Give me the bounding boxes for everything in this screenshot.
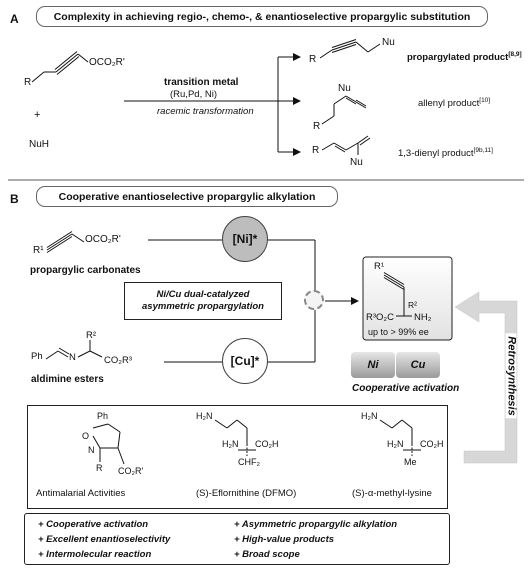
- example1-structure: [92, 423, 125, 465]
- dual-catalysis-box: Ni/Cu dual-catalyzed asymmetric propargy…: [124, 282, 282, 320]
- carbonate-ester-group: OCO₂R': [85, 234, 121, 245]
- product3-nu: Nu: [350, 157, 363, 168]
- product1-label-text: propargylated product: [407, 52, 509, 64]
- feature-3: + Intermolecular reaction: [38, 549, 152, 560]
- ex3-h2n-top: H₂N: [361, 411, 378, 421]
- product3-ref: [9b,11]: [473, 147, 493, 154]
- propargylic-carbonate-structure: [46, 231, 85, 253]
- retrosynthesis-label: Retrosynthesis: [505, 333, 518, 419]
- feature-2: + Excellent enantioselectivity: [38, 534, 171, 545]
- reactant-plus: +: [34, 109, 41, 121]
- ex3-co2h: CO₂H: [420, 439, 444, 449]
- example-name-2: (S)-Eflornithine (DFMO): [196, 488, 297, 499]
- aldimine-r2: R²: [86, 330, 97, 341]
- reactant-carbonate-structure: [31, 51, 89, 83]
- feature-1: + Cooperative activation: [38, 519, 149, 530]
- features-box: [24, 513, 450, 565]
- feature-4: + Asymmetric propargylic alkylation: [234, 519, 398, 530]
- product1-ref: [8,9]: [508, 51, 522, 58]
- ni-catalyst-label: [Ni]*: [232, 232, 258, 246]
- coop-ni-label: Ni: [367, 359, 379, 371]
- section-a-title-text: Complexity in achieving regio-, chemo-, …: [53, 10, 471, 23]
- nucleophile: NuH: [29, 139, 50, 150]
- reaction-arrow-a: [124, 53, 301, 156]
- coop-label: Cooperative activation: [352, 383, 460, 394]
- product1-label: propargylated product[8,9]: [407, 51, 522, 64]
- ni-catalyst-cycle: [Ni]*: [222, 216, 268, 262]
- product2-label-text: allenyl product: [418, 98, 480, 110]
- ex2-h2n-top: H₂N: [196, 411, 213, 421]
- cu-catalyst-cycle: [Cu]*: [222, 338, 268, 384]
- reactant-ester-group: OCO₂R': [89, 57, 125, 68]
- product3-r: R: [312, 145, 320, 156]
- product1-r: R: [309, 54, 317, 65]
- catalyst-metals: (Ru,Pd, Ni): [170, 89, 217, 100]
- carbonate-label: propargylic carbonates: [30, 265, 141, 276]
- ni-puzzle-piece: Ni: [351, 352, 395, 378]
- product-r1: R¹: [374, 261, 385, 272]
- aldimine-ester: CO₂R³: [104, 355, 132, 366]
- product2-r: R: [313, 121, 321, 132]
- carbonate-r1: R¹: [33, 245, 44, 256]
- product-ester: R³O₂C: [366, 312, 394, 323]
- dual-line2: asymmetric propargylation: [142, 301, 264, 312]
- aldimine-n: N: [69, 352, 76, 363]
- example-name-3: (S)-α-methyl-lysine: [352, 488, 432, 499]
- example-name-1: Antimalarial Activities: [36, 488, 126, 499]
- product2-label: allenyl product[10]: [418, 97, 491, 110]
- feature-6: + Broad scope: [234, 549, 300, 560]
- ex1-o: O: [82, 431, 90, 441]
- product1-structure: [319, 39, 381, 59]
- aldimine-ph: Ph: [31, 351, 43, 362]
- ex1-r: R: [96, 463, 103, 473]
- ex3-me: Me: [404, 457, 417, 467]
- product-nh2: NH₂: [414, 312, 432, 323]
- ex1-n: N: [88, 445, 95, 455]
- examples-box: [27, 405, 448, 509]
- coop-cu-label: Cu: [410, 359, 426, 371]
- product2-ref: [10]: [479, 97, 491, 104]
- aldimine-structure: [45, 340, 103, 360]
- product2-structure: [321, 95, 367, 125]
- product3-structure: [321, 135, 371, 155]
- retrosynthesis-arrow: [454, 291, 518, 464]
- aldimine-label: aldimine esters: [31, 374, 104, 385]
- product2-nu: Nu: [338, 83, 351, 94]
- ex2-co2h: CO₂H: [255, 439, 279, 449]
- catalyst-label: transition metal: [164, 77, 239, 88]
- product3-label: 1,3-dienyl product[9b,11]: [398, 147, 493, 160]
- cu-catalyst-label: [Cu]*: [230, 354, 260, 368]
- ex1-co2r: CO₂R': [118, 466, 144, 476]
- section-b-letter: B: [10, 192, 19, 206]
- ex1-ph: Ph: [97, 411, 109, 421]
- ex2-h2n: H₂N: [222, 439, 239, 449]
- ex2-chf2: CHF₂: [238, 457, 260, 467]
- section-a-title: Complexity in achieving regio-, chemo-, …: [36, 6, 488, 27]
- feature-5: + High-value products: [234, 534, 335, 545]
- product3-label-text: 1,3-dienyl product: [398, 148, 474, 160]
- product-ee: up to > 99% ee: [368, 327, 429, 337]
- section-b-title: Cooperative enantioselective propargylic…: [36, 186, 338, 207]
- example3-structure: [379, 419, 421, 456]
- product-r2: R²: [408, 300, 417, 310]
- section-a-letter: A: [10, 12, 19, 26]
- cu-puzzle-piece: Cu: [396, 352, 440, 378]
- reactant-r: R: [24, 77, 32, 88]
- merge-ring-icon: [304, 290, 324, 310]
- example2-structure: [214, 419, 256, 456]
- ex3-h2n: H₂N: [387, 439, 404, 449]
- transformation-label: racemic transformation: [157, 106, 254, 117]
- product1-nu: Nu: [382, 37, 395, 48]
- product-structure: [383, 272, 412, 317]
- section-b-title-text: Cooperative enantioselective propargylic…: [58, 190, 316, 203]
- dual-line1: Ni/Cu dual-catalyzed: [156, 289, 250, 301]
